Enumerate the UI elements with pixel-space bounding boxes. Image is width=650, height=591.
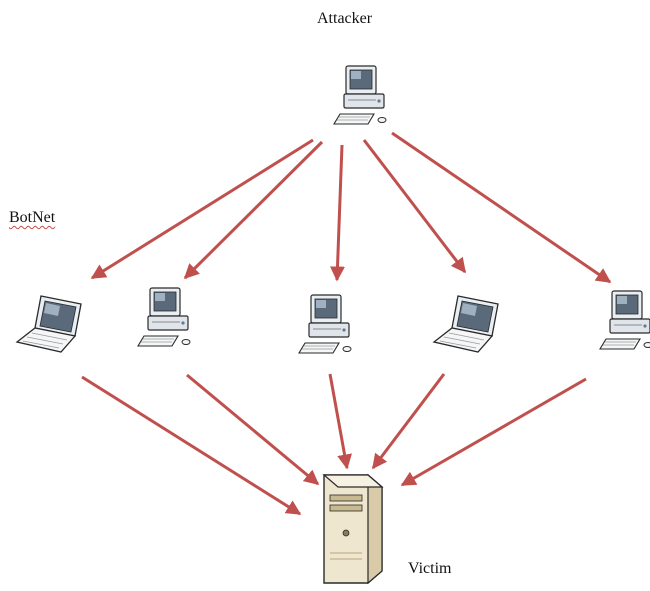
desktop-computer-icon (137, 287, 191, 347)
arrow-bot-5-victim (400, 377, 587, 487)
laptop-icon (16, 295, 82, 353)
botnet-machines (16, 287, 650, 354)
arrow-bot-4-victim (371, 373, 446, 470)
desktop-computer-icon (298, 294, 352, 354)
server-icon (323, 474, 383, 584)
attacker-computer (333, 65, 387, 125)
arrow-attacker-bot-4 (362, 139, 467, 274)
arrow-bot-1-victim (81, 375, 302, 516)
arrow-attacker-bot-5 (391, 131, 612, 284)
arrow-attacker-bot-2 (183, 140, 324, 280)
desktop-computer-icon (599, 290, 650, 350)
bot-to-victim-arrows (81, 373, 587, 516)
arrow-attacker-bot-3 (330, 144, 345, 282)
arrow-bot-3-victim (328, 373, 352, 470)
attacker-to-bot-arrows (90, 131, 612, 284)
botnet-label: BotNet (9, 209, 56, 226)
desktop-computer-icon (333, 65, 387, 125)
attacker-label: Attacker (317, 10, 373, 27)
victim-server (323, 474, 383, 584)
arrow-bot-2-victim (186, 373, 320, 486)
victim-label: Victim (408, 560, 452, 577)
arrow-attacker-bot-1 (90, 138, 314, 280)
laptop-icon (433, 295, 499, 353)
